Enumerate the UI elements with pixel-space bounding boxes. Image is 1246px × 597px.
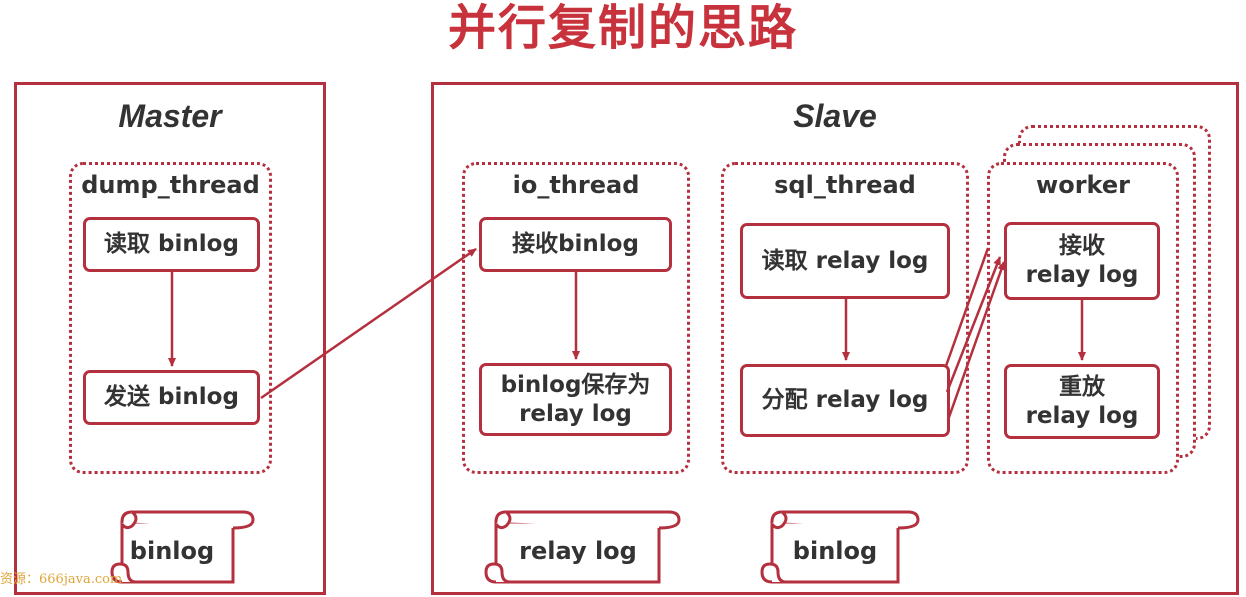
- receive-binlog-box: 接收binlog: [479, 217, 672, 272]
- receive-binlog-label: 接收binlog: [512, 231, 639, 257]
- master-title: Master: [118, 98, 222, 134]
- worker-replay-box: 重放 relay log: [1004, 364, 1160, 439]
- worker-replay-line2: relay log: [1025, 402, 1139, 429]
- save-relay-log-line2: relay log: [519, 400, 632, 427]
- io-thread-label: io_thread: [512, 171, 640, 199]
- read-relay-log-label: 读取 relay log: [761, 247, 929, 274]
- slave-title: Slave: [793, 98, 877, 134]
- dump-thread-label: dump_thread: [81, 171, 260, 199]
- dispatch-relay-log-label: 分配 relay log: [761, 387, 929, 413]
- send-binlog-label: 发送 binlog: [104, 384, 239, 410]
- save-relay-log-box: binlog保存为 relay log: [479, 363, 672, 436]
- read-relay-log-box: 读取 relay log: [740, 223, 950, 299]
- send-binlog-box: 发送 binlog: [83, 370, 260, 425]
- worker-receive-box: 接收 relay log: [1004, 222, 1160, 300]
- watermark: 资源：666java.com: [0, 572, 123, 587]
- save-relay-log-line1: binlog保存为: [500, 371, 651, 398]
- dump-thread-group: [69, 162, 272, 474]
- sql-thread-label: sql_thread: [774, 171, 916, 199]
- page-title: 并行复制的思路: [447, 0, 798, 56]
- sql-binlog-scroll-label: binlog: [792, 537, 878, 565]
- dispatch-relay-log-box: 分配 relay log: [740, 364, 950, 437]
- worker-receive-line1: 接收: [1059, 233, 1105, 259]
- relay-log-scroll-label: relay log: [519, 537, 637, 565]
- worker-replay-line1: 重放: [1059, 373, 1105, 400]
- read-binlog-label: 读取 binlog: [104, 231, 239, 257]
- worker-receive-line2: relay log: [1025, 262, 1139, 288]
- worker-label: worker: [1036, 171, 1130, 199]
- read-binlog-box: 读取 binlog: [83, 217, 260, 272]
- master-binlog-scroll-label: binlog: [129, 537, 215, 565]
